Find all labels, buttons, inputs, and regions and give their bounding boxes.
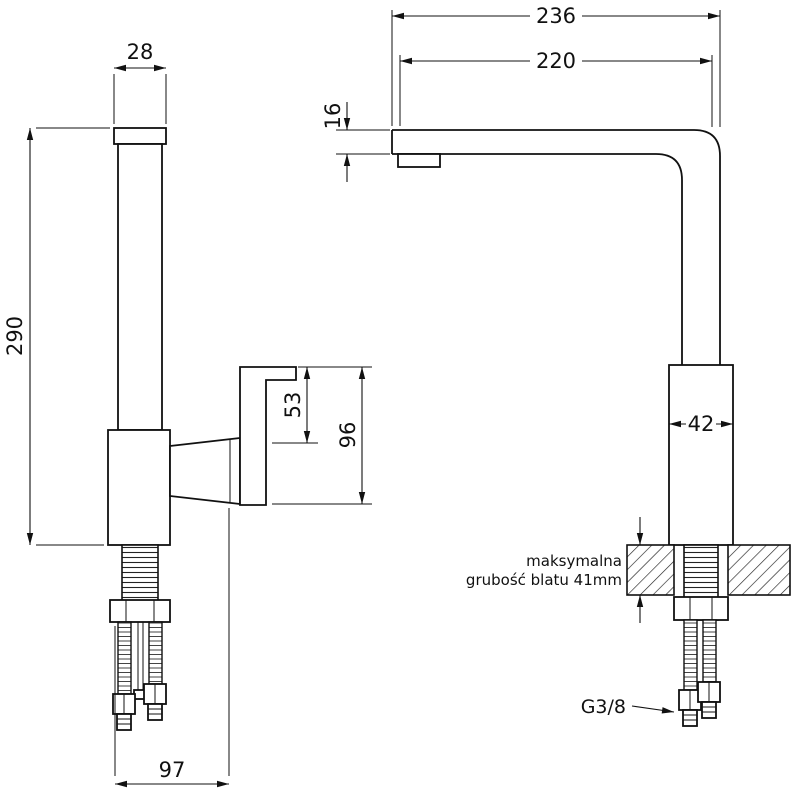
dim-total-height: 290 [3, 127, 110, 546]
dim-spout-reach-label: 220 [536, 49, 576, 73]
dim-spout-width-label: 28 [127, 40, 154, 64]
dim-spout-profile: 16 [321, 102, 390, 182]
dim-handle-height-label: 96 [336, 422, 360, 449]
dim-overall-reach-label: 236 [536, 4, 576, 28]
threaded-stem-front [121, 544, 159, 606]
spout-inner-edge [392, 153, 683, 365]
thread-leader-arrow [631, 705, 675, 714]
side-view: 236 220 16 42 maksymalna [321, 4, 791, 727]
locknut-front [109, 599, 171, 623]
thread-label: G3/8 [581, 696, 626, 718]
spout-cap-front [113, 127, 167, 145]
supply-hose-left-front [117, 621, 132, 695]
dim-body-width: 42 [669, 412, 733, 436]
dim-handle-offset-label: 53 [281, 392, 305, 419]
hose-fitting-right-side [697, 681, 721, 719]
dim-handle-height: 96 [272, 367, 372, 505]
hose-fitting-left-front [112, 693, 136, 731]
dim-spout-width: 28 [113, 40, 167, 124]
locknut-side [673, 596, 729, 621]
supply-hose-right-front [148, 621, 163, 685]
hose-fitting-right-front [143, 683, 167, 721]
dim-total-height-label: 290 [3, 316, 27, 356]
spout-outer-edge [392, 129, 721, 365]
dim-handle-offset: 53 [272, 366, 372, 444]
hose-fitting-left-side [678, 689, 702, 727]
dim-base-span-label: 97 [159, 758, 186, 782]
countertop-note-line2: grubość blatu 41mm [466, 571, 622, 589]
dim-body-width-label: 42 [688, 412, 715, 436]
handle-lever [239, 366, 297, 506]
countertop-thickness-callout: maksymalna grubość blatu 41mm [466, 517, 644, 623]
dim-spout-reach: 220 [399, 49, 713, 127]
dim-overall-reach: 236 [391, 4, 721, 127]
supply-hose-right-side [702, 619, 717, 683]
faucet-body-front [107, 429, 171, 546]
countertop-right [727, 544, 791, 596]
aerator [397, 153, 441, 168]
dim-base-span: 97 [114, 508, 230, 788]
countertop-note-line1: maksymalna [526, 552, 622, 570]
thread-callout: G3/8 [581, 696, 675, 718]
countertop-left [626, 544, 675, 596]
supply-hose-left-side [683, 619, 698, 691]
dim-spout-profile-label: 16 [321, 103, 345, 130]
front-view: 28 290 53 96 97 [3, 40, 372, 788]
faucet-body-side [668, 364, 734, 546]
riser-column-front [117, 143, 163, 431]
